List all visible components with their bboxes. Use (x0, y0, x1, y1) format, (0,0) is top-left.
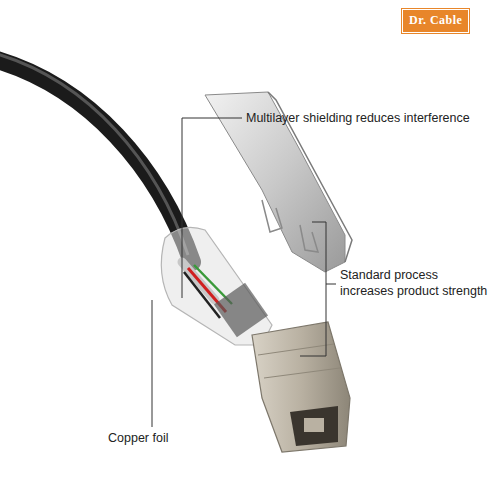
bracket-line (300, 222, 336, 356)
leader-line (152, 300, 153, 427)
plug-seams (258, 344, 340, 378)
black-wire (184, 272, 220, 318)
shell-tabs (262, 200, 318, 252)
solder-block (214, 283, 268, 338)
cable-jacket (0, 58, 192, 262)
transparent-boot (161, 227, 272, 345)
leader-line (182, 118, 242, 298)
plug-opening (290, 406, 338, 446)
plug-tongue (304, 418, 324, 432)
brand-logo: Dr. Cable (402, 9, 469, 33)
usb-b-plug (252, 322, 350, 452)
callout-label: Multilayer shielding reduces interferenc… (246, 110, 496, 126)
callout-label: Copper foil (108, 430, 228, 446)
cable-highlight (0, 52, 188, 255)
callout-label: Standard process increases product stren… (340, 267, 490, 300)
